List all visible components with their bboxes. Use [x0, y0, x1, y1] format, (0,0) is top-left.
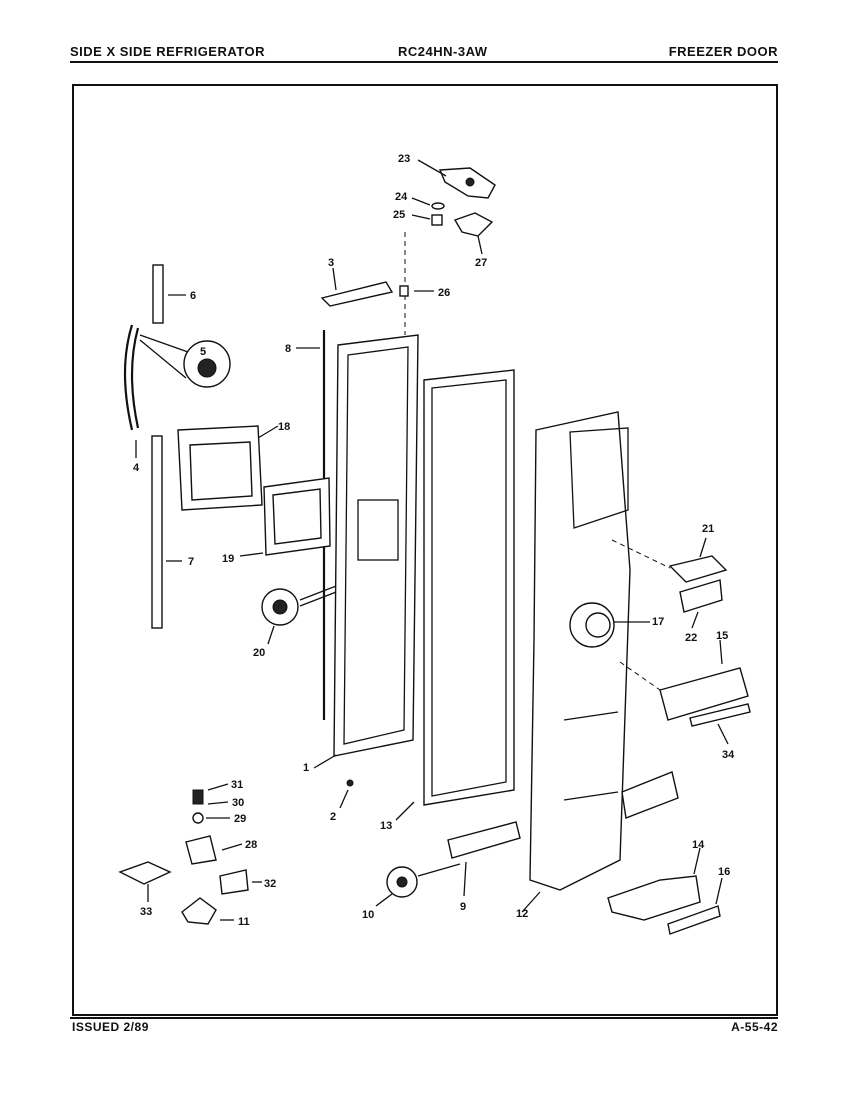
callout-27: 27: [475, 257, 487, 269]
callout-9: 9: [460, 901, 466, 913]
callout-22: 22: [685, 632, 697, 644]
part-28-hinge-bracket: [185, 835, 243, 865]
callout-19: 19: [222, 553, 234, 565]
callout-16: 16: [718, 866, 730, 878]
part-25-bushing: [411, 214, 443, 226]
callout-14: 14: [692, 839, 705, 851]
part-32-hinge-plate: [219, 869, 262, 895]
callout-20: 20: [253, 647, 265, 659]
header-model-type: SIDE X SIDE REFRIGERATOR: [70, 44, 265, 59]
callout-30: 30: [232, 797, 244, 809]
diagram-frame: [72, 84, 778, 1016]
part-16-bin-trim: [667, 877, 723, 935]
callout-28: 28: [245, 839, 257, 851]
callout-23: 23: [398, 153, 410, 165]
part-9-trim-bar: [447, 771, 679, 897]
callout-24: 24: [395, 191, 408, 203]
footer-rule: [70, 1017, 778, 1019]
callout-15: 15: [716, 630, 728, 642]
part-31-spring: [192, 783, 229, 805]
callout-1: 1: [303, 762, 309, 774]
callout-6: 6: [190, 290, 196, 302]
part-15-door-bin: [659, 639, 749, 721]
part-19-panel: [239, 477, 331, 557]
part-11-bottom-hinge: [181, 897, 234, 925]
part-33-hinge-base: [118, 861, 172, 902]
callout-5: 5: [200, 346, 206, 358]
callout-32: 32: [264, 878, 276, 890]
part-21-grille: [668, 537, 728, 583]
part-1-outer-door: [313, 334, 419, 769]
callout-29: 29: [234, 813, 246, 825]
part-18-dispenser-frame: [177, 425, 279, 511]
part-10-actuator: [375, 863, 461, 907]
dashed-guide-15: [619, 661, 661, 691]
part-4-handle: [123, 324, 140, 458]
callout-18: 18: [278, 421, 290, 433]
part-26-hinge-pin: [399, 285, 434, 297]
part-6-trim-strip: [152, 264, 186, 324]
part-27-hinge-plate: [453, 212, 494, 255]
part-23-top-hinge: [417, 159, 496, 199]
part-24-washer: [411, 197, 445, 210]
part-34-bin-trim: [689, 703, 751, 745]
part-22-drip-tray: [679, 579, 723, 629]
part-30-bushing: [207, 801, 229, 805]
callout-2: 2: [330, 811, 336, 823]
callout-25: 25: [393, 209, 405, 221]
callout-11: 11: [238, 916, 250, 928]
part-14-lower-bin: [607, 847, 701, 921]
dashed-guide-21: [611, 539, 671, 569]
header-model-number: RC24HN-3AW: [398, 44, 488, 59]
callout-13: 13: [380, 820, 392, 832]
callout-4: 4: [133, 462, 140, 474]
part-3-bracket: [320, 267, 394, 307]
callout-26: 26: [438, 287, 450, 299]
callout-33: 33: [140, 906, 152, 918]
part-29-washer: [192, 812, 230, 824]
callout-3: 3: [328, 257, 334, 269]
callout-10: 10: [362, 909, 374, 921]
callout-34: 34: [722, 749, 735, 761]
callout-17: 17: [652, 616, 664, 628]
footer-page-code: A-55-42: [731, 1020, 778, 1034]
part-12-door-liner: [521, 411, 631, 913]
footer-issue-date: ISSUED 2/89: [72, 1020, 149, 1034]
callout-31: 31: [231, 779, 243, 791]
callout-12: 12: [516, 908, 528, 920]
header-rule: [70, 61, 778, 63]
callout-8: 8: [285, 343, 291, 355]
header-section-title: FREEZER DOOR: [668, 44, 778, 59]
part-13-door-gasket: [395, 369, 515, 821]
callout-7: 7: [188, 556, 194, 568]
part-2-screw: [339, 779, 354, 809]
part-5-handle-cap: [139, 334, 231, 388]
part-7-trim-strip: [151, 435, 182, 629]
callout-21: 21: [702, 523, 714, 535]
